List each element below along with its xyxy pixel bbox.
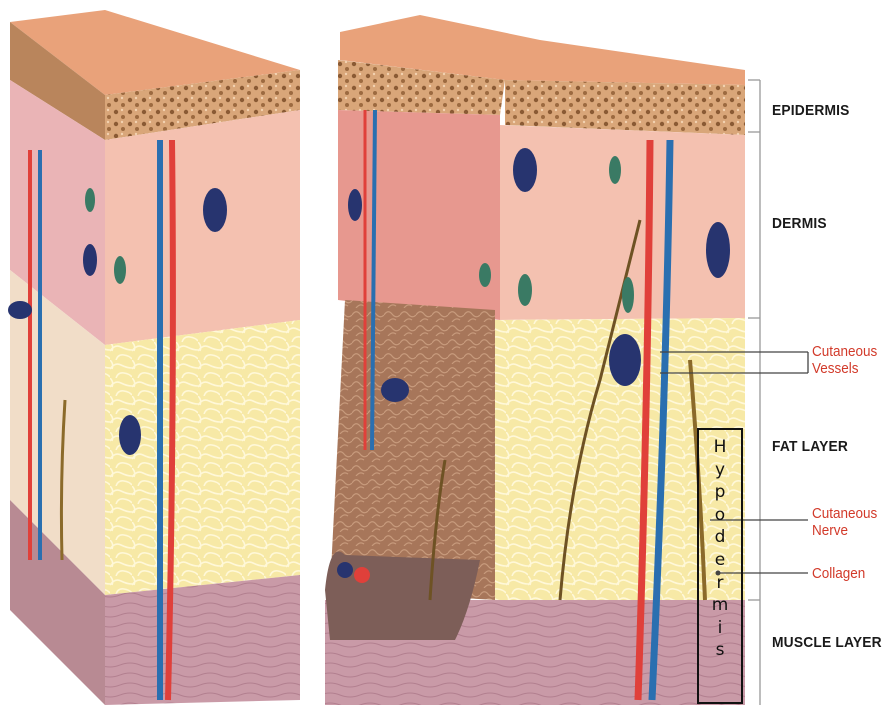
hypodermis-letter: i [718, 617, 723, 640]
hypodermis-letter: r [717, 572, 724, 595]
left-tissue-block [8, 10, 300, 705]
hypodermis-letter: s [716, 639, 725, 662]
collagen-label: Collagen [812, 565, 865, 582]
hypodermis-letter: m [712, 594, 729, 617]
hypodermis-letter: d [715, 526, 726, 549]
dermis-label: DERMIS [772, 215, 827, 232]
hypodermis-letter: e [715, 549, 725, 572]
hypodermis-letter: H [714, 436, 727, 459]
hypodermis-letter: o [715, 504, 725, 527]
fat-layer-label: FAT LAYER [772, 438, 848, 455]
nerve-line1: Cutaneous [812, 505, 877, 522]
cutaneous-vessels-label: Cutaneous Vessels [812, 343, 877, 377]
hypodermis-letter: p [715, 481, 726, 504]
vessels-line2: Vessels [812, 360, 877, 377]
muscle-layer-label: MUSCLE LAYER [772, 634, 882, 651]
vessels-line1: Cutaneous [812, 343, 877, 360]
cutaneous-nerve-label: Cutaneous Nerve [812, 505, 877, 539]
epidermis-label: EPIDERMIS [772, 102, 850, 119]
nerve-line2: Nerve [812, 522, 877, 539]
right-tissue-block [325, 15, 745, 705]
layer-brackets [748, 80, 760, 705]
hypodermis-letter: y [715, 459, 725, 482]
